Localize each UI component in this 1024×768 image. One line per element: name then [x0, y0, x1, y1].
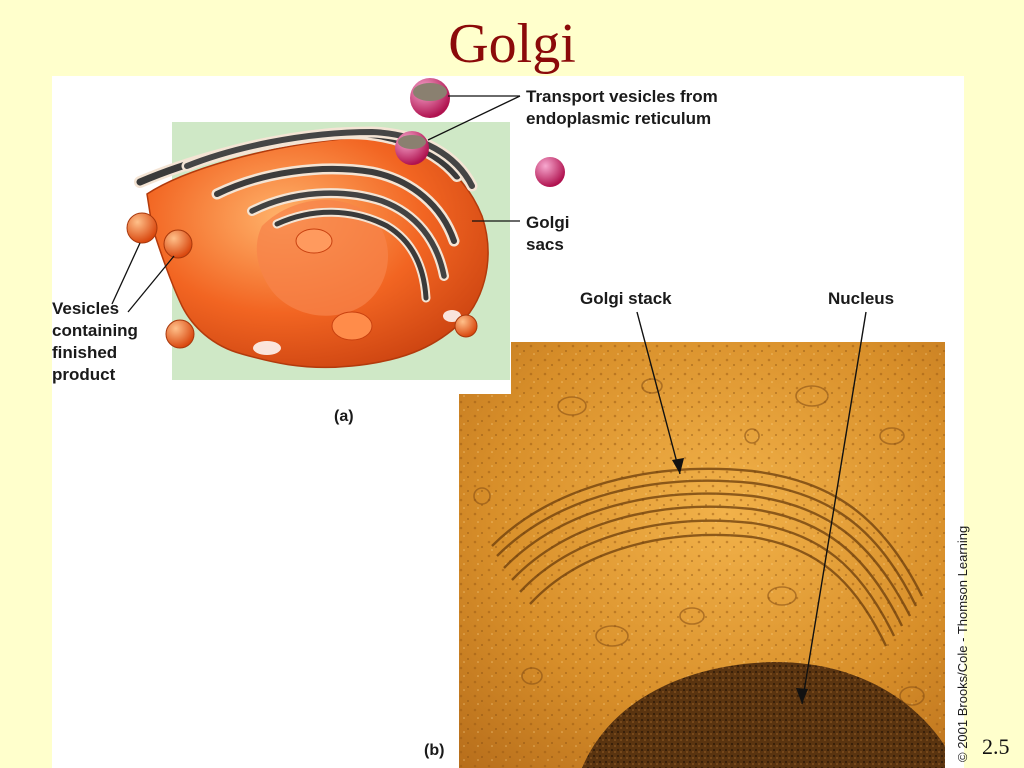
label-nucleus: Nucleus — [828, 289, 895, 308]
slide-number: 2.5 — [982, 734, 1010, 759]
golgi-stack-membranes — [491, 467, 924, 647]
transport-vesicle — [535, 157, 565, 187]
slide-title: Golgi — [448, 13, 576, 75]
finished-vesicle — [454, 314, 478, 338]
nucleus-region — [582, 661, 945, 768]
cytoplasm-vesicles — [473, 378, 925, 706]
golgi-figure — [111, 78, 945, 768]
leader-lines-b — [636, 311, 867, 705]
panel-label-b: (b) — [424, 742, 445, 759]
label-vesicles-finished-product: Vesicles containing finished product — [52, 299, 138, 384]
finished-vesicle — [163, 229, 193, 259]
finished-vesicle — [165, 319, 195, 349]
panel-label-a: (a) — [334, 408, 354, 425]
transport-vesicle — [395, 131, 429, 165]
electron-micrograph — [459, 342, 945, 768]
arrowhead — [672, 458, 684, 474]
label-golgi-sacs: Golgi sacs — [526, 213, 570, 254]
leader-lines-a — [111, 95, 521, 313]
finished-vesicle — [126, 212, 158, 244]
label-transport-vesicles: Transport vesicles from endoplasmic reti… — [526, 87, 718, 128]
transport-vesicle — [410, 78, 450, 118]
arrowhead — [796, 688, 808, 704]
figure-panel: Transport vesicles from endoplasmic reti… — [52, 76, 964, 768]
label-golgi-stack: Golgi stack — [580, 289, 672, 308]
copyright-notice: © 2001 Brooks/Cole - Thomson Learning — [955, 525, 970, 762]
